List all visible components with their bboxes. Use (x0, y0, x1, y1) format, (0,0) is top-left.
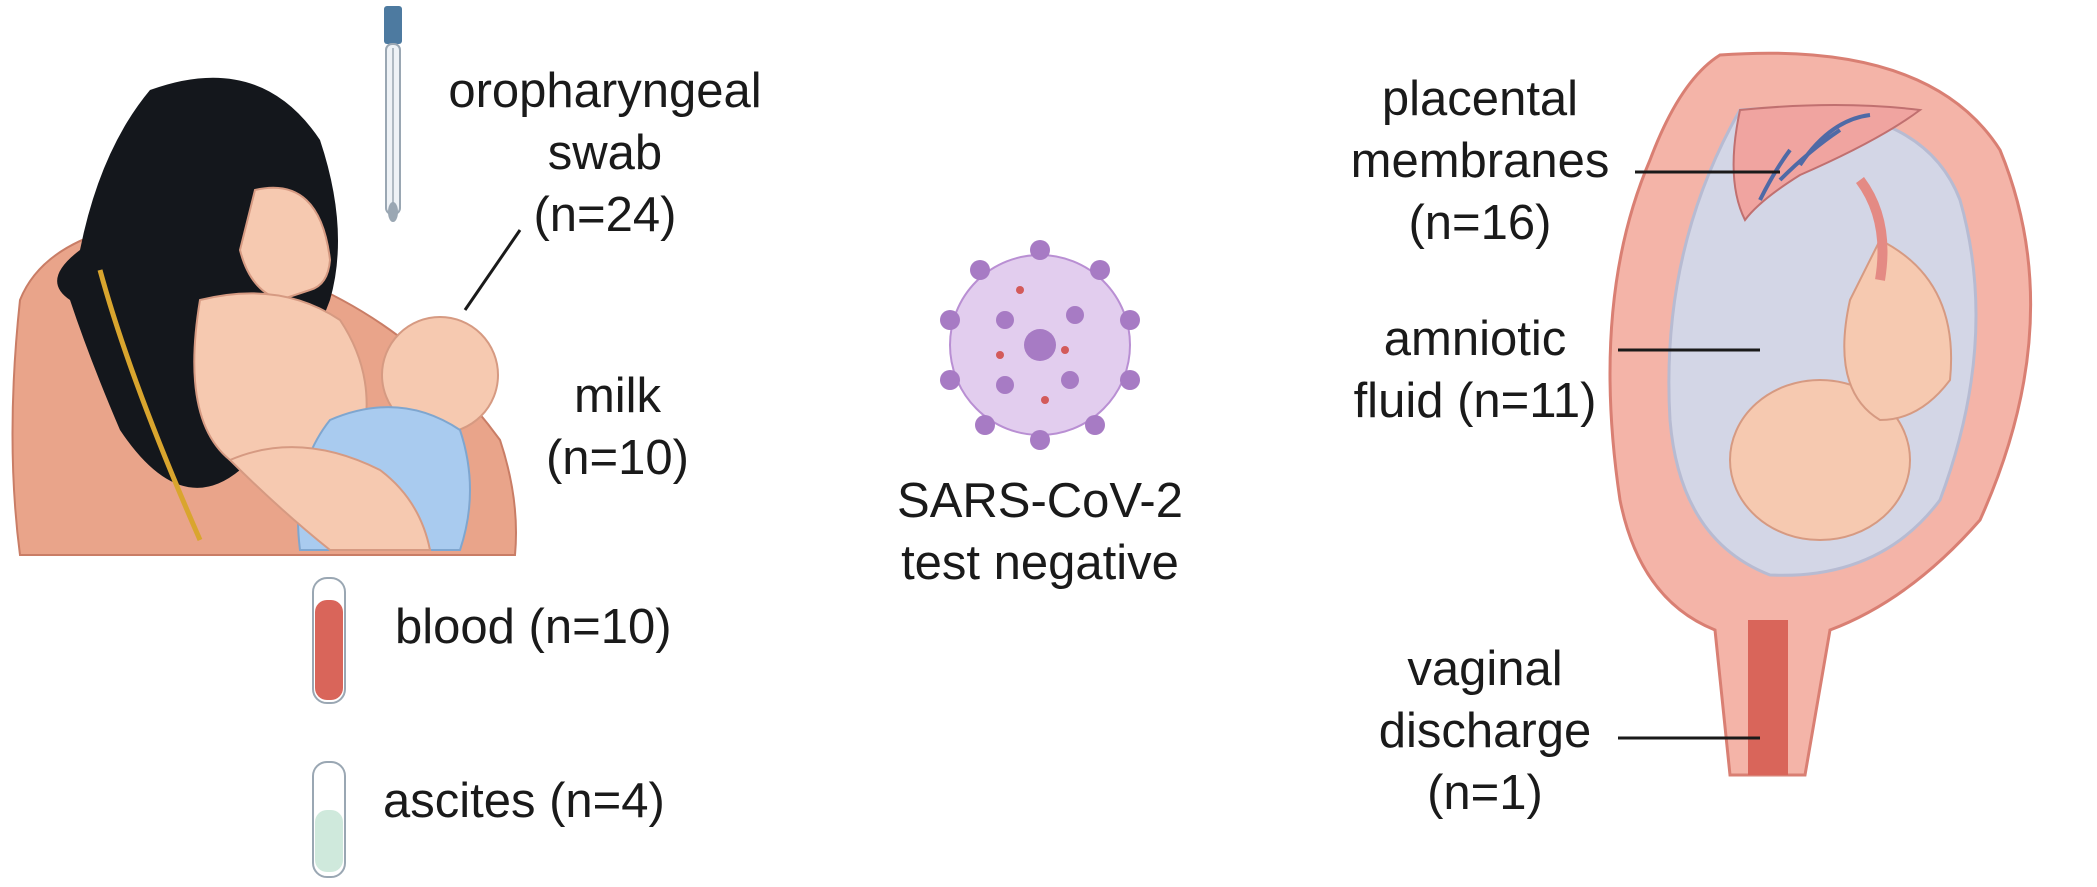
vaginal-label-line-2: discharge (1378, 704, 1592, 758)
amniotic-label-line-2: fluid (n=11) (1353, 374, 1597, 428)
ascites-label: ascites (n=4) (383, 770, 713, 832)
ascites-label-text: ascites (n=4) (383, 774, 665, 828)
blood-label: blood (n=10) (395, 596, 725, 658)
placental-label-line-2: membranes (1350, 134, 1610, 188)
placental-label-line-1: placental (1381, 72, 1579, 126)
vaginal-label: vaginal discharge (n=1) (1345, 638, 1625, 824)
swab-label: oropharyngeal swab (n=24) (425, 60, 785, 246)
swab-label-line-1: oropharyngeal (448, 64, 762, 118)
placental-label-line-3: (n=16) (1408, 196, 1552, 250)
vaginal-label-line-1: vaginal (1407, 642, 1563, 696)
blood-tube-icon (312, 577, 346, 704)
blood-label-text: blood (n=10) (395, 600, 672, 654)
virus-label: SARS-CoV-2 test negative (860, 470, 1220, 594)
milk-label-line-2: (n=10) (545, 431, 689, 485)
placental-label: placental membranes (n=16) (1330, 68, 1630, 254)
amniotic-label: amniotic fluid (n=11) (1335, 308, 1615, 432)
swab-label-line-3: (n=24) (533, 188, 677, 242)
milk-label-line-1: milk (573, 369, 662, 423)
mother-breastfeeding-illustration (11, 77, 517, 556)
virus-label-line-1: SARS-CoV-2 (897, 474, 1183, 528)
vaginal-label-line-3: (n=1) (1427, 766, 1543, 820)
swab-label-line-2: swab (547, 126, 663, 180)
virus-label-line-2: test negative (901, 536, 1179, 590)
swab-tube-icon (384, 6, 402, 222)
swab-pointer-line (463, 229, 522, 311)
ascites-tube-icon (312, 761, 346, 878)
milk-label: milk (n=10) (520, 365, 715, 489)
sars-cov-2-virus-icon (940, 240, 1140, 450)
amniotic-label-line-1: amniotic (1383, 312, 1567, 366)
pregnant-uterus-illustration (1608, 51, 2033, 777)
